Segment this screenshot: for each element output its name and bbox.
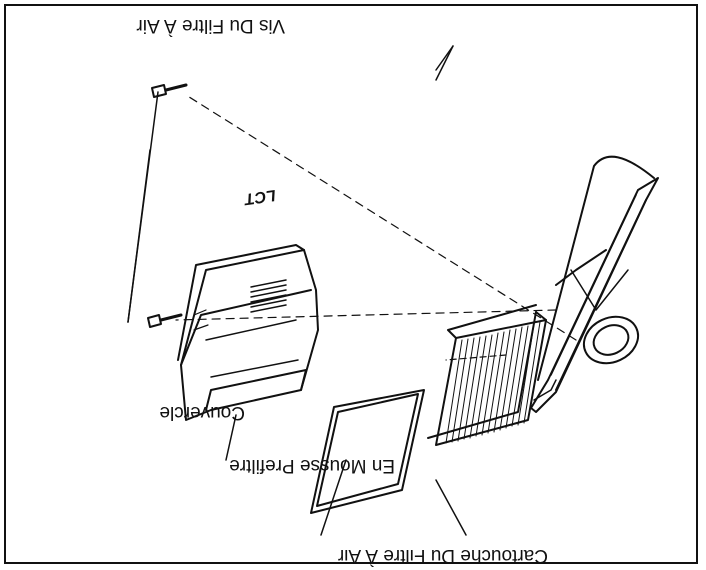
filter-base — [530, 155, 659, 413]
filter-screws — [147, 83, 188, 328]
leader-lines — [127, 45, 467, 536]
label-screws: Vis Du Filtre À Air — [136, 15, 285, 36]
filter-cover — [177, 244, 319, 421]
air-filter-cartridge — [427, 304, 547, 446]
foam-prefilter — [310, 389, 425, 514]
cover-logo-text: LCT — [242, 186, 276, 207]
label-cartridge: Cartouche Du Filtre À Air — [337, 545, 548, 566]
diagram-labels: Vis Du Filtre À Air Couvercle En Mousse … — [136, 15, 548, 566]
assembly-axis-lines — [175, 94, 577, 341]
label-cover: Couvercle — [159, 402, 245, 423]
label-prefilter: En Mousse Prefiltre — [229, 455, 395, 476]
